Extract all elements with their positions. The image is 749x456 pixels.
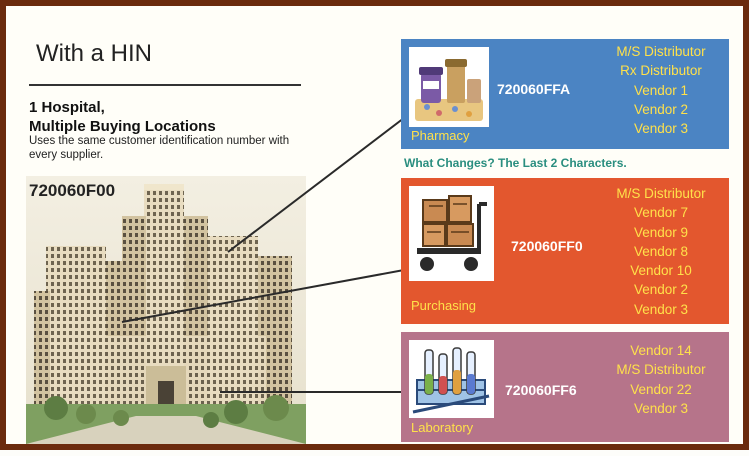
vendor-item: Vendor 3 — [633, 301, 689, 317]
cart-icon — [409, 186, 494, 281]
vendor-item: Vendor 10 — [630, 263, 692, 279]
pharmacy-label: Pharmacy — [411, 128, 470, 143]
vendor-item: Vendor 2 — [633, 282, 689, 298]
vendor-item: Vendor 3 — [633, 400, 689, 416]
purchasing-code: 720060FF0 — [511, 238, 583, 254]
vendor-item: Vendor 8 — [633, 243, 689, 259]
vendor-item: Rx Distributor — [620, 63, 702, 79]
vendor-item: M/S Distributor — [616, 44, 706, 59]
pharmacy-panel: Pharmacy 720060FFA M/S Distributor Rx Di… — [401, 39, 729, 149]
subtext: Uses the same customer identification nu… — [29, 135, 290, 161]
heading: 1 Hospital, Multiple Buying Locations — [29, 98, 329, 136]
vendor-item: M/S Distributor — [616, 186, 706, 201]
vendor-item: M/S Distributor — [616, 362, 706, 378]
purchasing-panel: Purchasing 720060FF0 M/S Distributor Ven… — [401, 178, 729, 324]
heading-line-1: 1 Hospital, — [29, 99, 105, 116]
purchasing-label: Purchasing — [411, 298, 477, 313]
purchasing-vendor-list: M/S Distributor Vendor 7 Vendor 9 Vendor… — [591, 184, 731, 319]
hospital-building-image — [26, 176, 306, 444]
vendor-item: Vendor 3 — [633, 121, 689, 137]
laboratory-code: 720060FF6 — [505, 382, 577, 398]
hospital-hin: 720060F00 — [29, 181, 116, 200]
heading-line-2: Multiple Buying Locations — [29, 118, 216, 135]
changes-note: What Changes? The Last 2 Characters. — [404, 156, 627, 170]
page-title: With a HIN — [36, 40, 153, 67]
laboratory-label: Laboratory — [411, 420, 474, 435]
vendor-item: Vendor 7 — [633, 205, 689, 221]
test-tubes-icon — [409, 340, 494, 418]
pharmacy-icon — [409, 47, 489, 127]
laboratory-vendor-list: Vendor 14 M/S Distributor Vendor 22 Vend… — [591, 341, 731, 418]
title-divider — [29, 84, 301, 86]
vendor-item: Vendor 2 — [633, 101, 689, 117]
vendor-item: Vendor 22 — [630, 381, 692, 397]
pharmacy-vendor-list: M/S Distributor Rx Distributor Vendor 1 … — [591, 42, 731, 138]
vendor-item: Vendor 14 — [630, 343, 692, 358]
vendor-item: Vendor 9 — [633, 224, 689, 240]
laboratory-panel: Laboratory 720060FF6 Vendor 14 M/S Distr… — [401, 332, 729, 442]
pharmacy-code: 720060FFA — [497, 81, 571, 97]
vendor-item: Vendor 1 — [633, 82, 689, 98]
